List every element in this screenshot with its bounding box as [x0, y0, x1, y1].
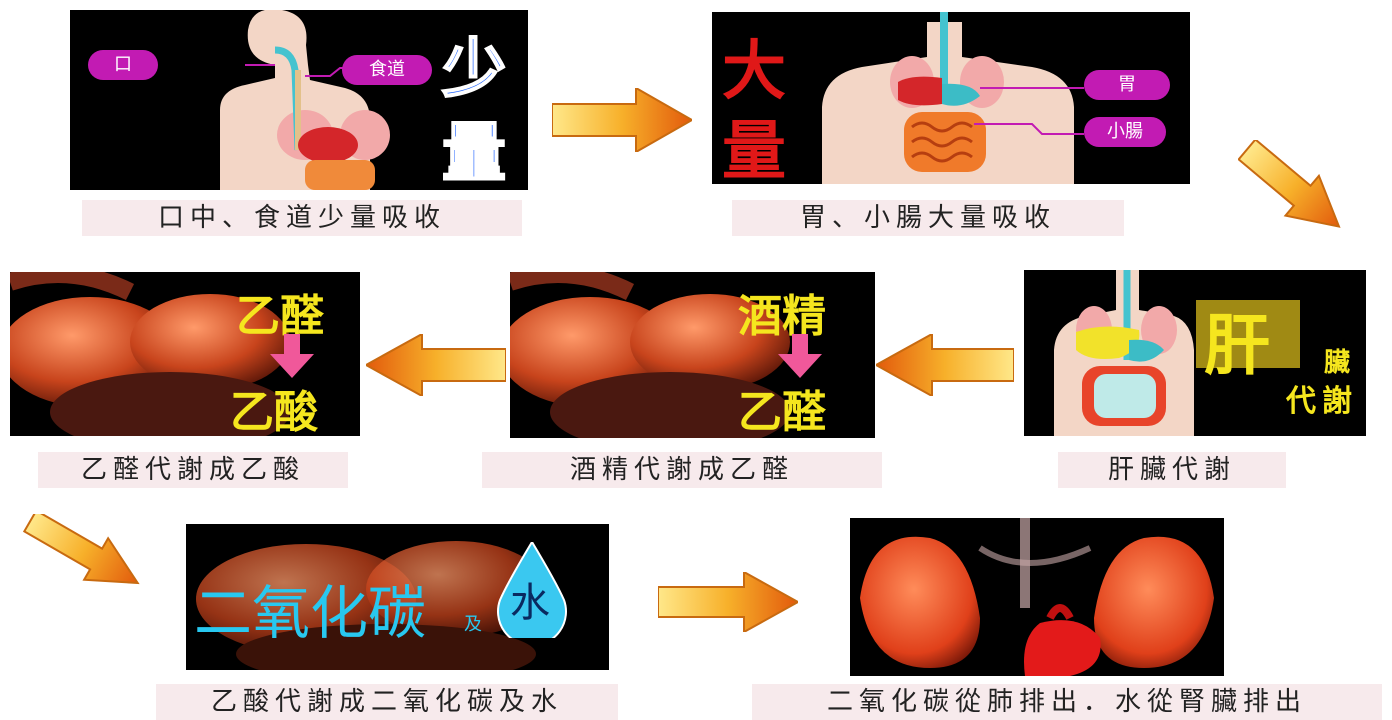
- step1-caption: 口中、食道少量吸收: [82, 200, 522, 236]
- step6-image: 二氧化碳 及 水: [186, 524, 609, 670]
- step2-image: 大 量 胃 小腸: [712, 12, 1190, 184]
- step3-caption: 肝臟代謝: [1058, 452, 1286, 488]
- diagonal-down-arrow-icon-2: [18, 514, 150, 590]
- step2-caption: 胃、小腸大量吸收: [732, 200, 1124, 236]
- down-arrow-pink-icon: [778, 334, 822, 378]
- step5-caption: 乙醛代謝成乙酸: [38, 452, 348, 488]
- right-arrow-icon: [552, 88, 692, 152]
- step5-image: 乙醛 乙酸: [10, 272, 360, 436]
- small-intestine-label: 小腸: [1084, 117, 1166, 147]
- right-arrow-icon-2: [658, 572, 798, 632]
- co2-text: 二氧化碳: [194, 566, 426, 650]
- bottom-text-yisuan: 乙酸: [230, 376, 318, 436]
- small-text-zang: 臟: [1324, 342, 1350, 379]
- big-text-shao: 少: [442, 18, 506, 110]
- and-text: 及: [464, 610, 482, 636]
- esophagus-label: 食道: [342, 55, 432, 85]
- lungs-heart-icon: [850, 518, 1224, 676]
- step7-caption: 二氧化碳從肺排出．水從腎臟排出: [752, 684, 1382, 720]
- small-text-xie: 謝: [1322, 376, 1352, 420]
- big-text-da: 大: [722, 20, 786, 112]
- big-text-liang: 量: [442, 102, 506, 190]
- diagonal-down-arrow-icon: [1238, 140, 1348, 236]
- step7-image: [850, 518, 1224, 676]
- water-text: 水: [510, 570, 550, 628]
- step3-image: 肝 臟 代 謝: [1024, 270, 1366, 436]
- big-text-gan: 肝: [1204, 292, 1270, 388]
- big-text-liang2: 量: [722, 100, 786, 184]
- stomach-label: 胃: [1084, 70, 1170, 100]
- left-arrow-icon-2: [366, 334, 506, 396]
- step1-image: 口 食道 少 量: [70, 10, 528, 190]
- left-arrow-icon: [876, 334, 1014, 396]
- step4-caption: 酒精代謝成乙醛: [482, 452, 882, 488]
- step4-image: 酒精 乙醛: [510, 272, 875, 438]
- bottom-text-yiquan: 乙醛: [738, 376, 826, 438]
- down-arrow-pink-icon-2: [270, 334, 314, 378]
- mouth-label: 口: [88, 50, 158, 80]
- step6-caption: 乙酸代謝成二氧化碳及水: [156, 684, 618, 720]
- small-text-dai: 代: [1286, 376, 1316, 420]
